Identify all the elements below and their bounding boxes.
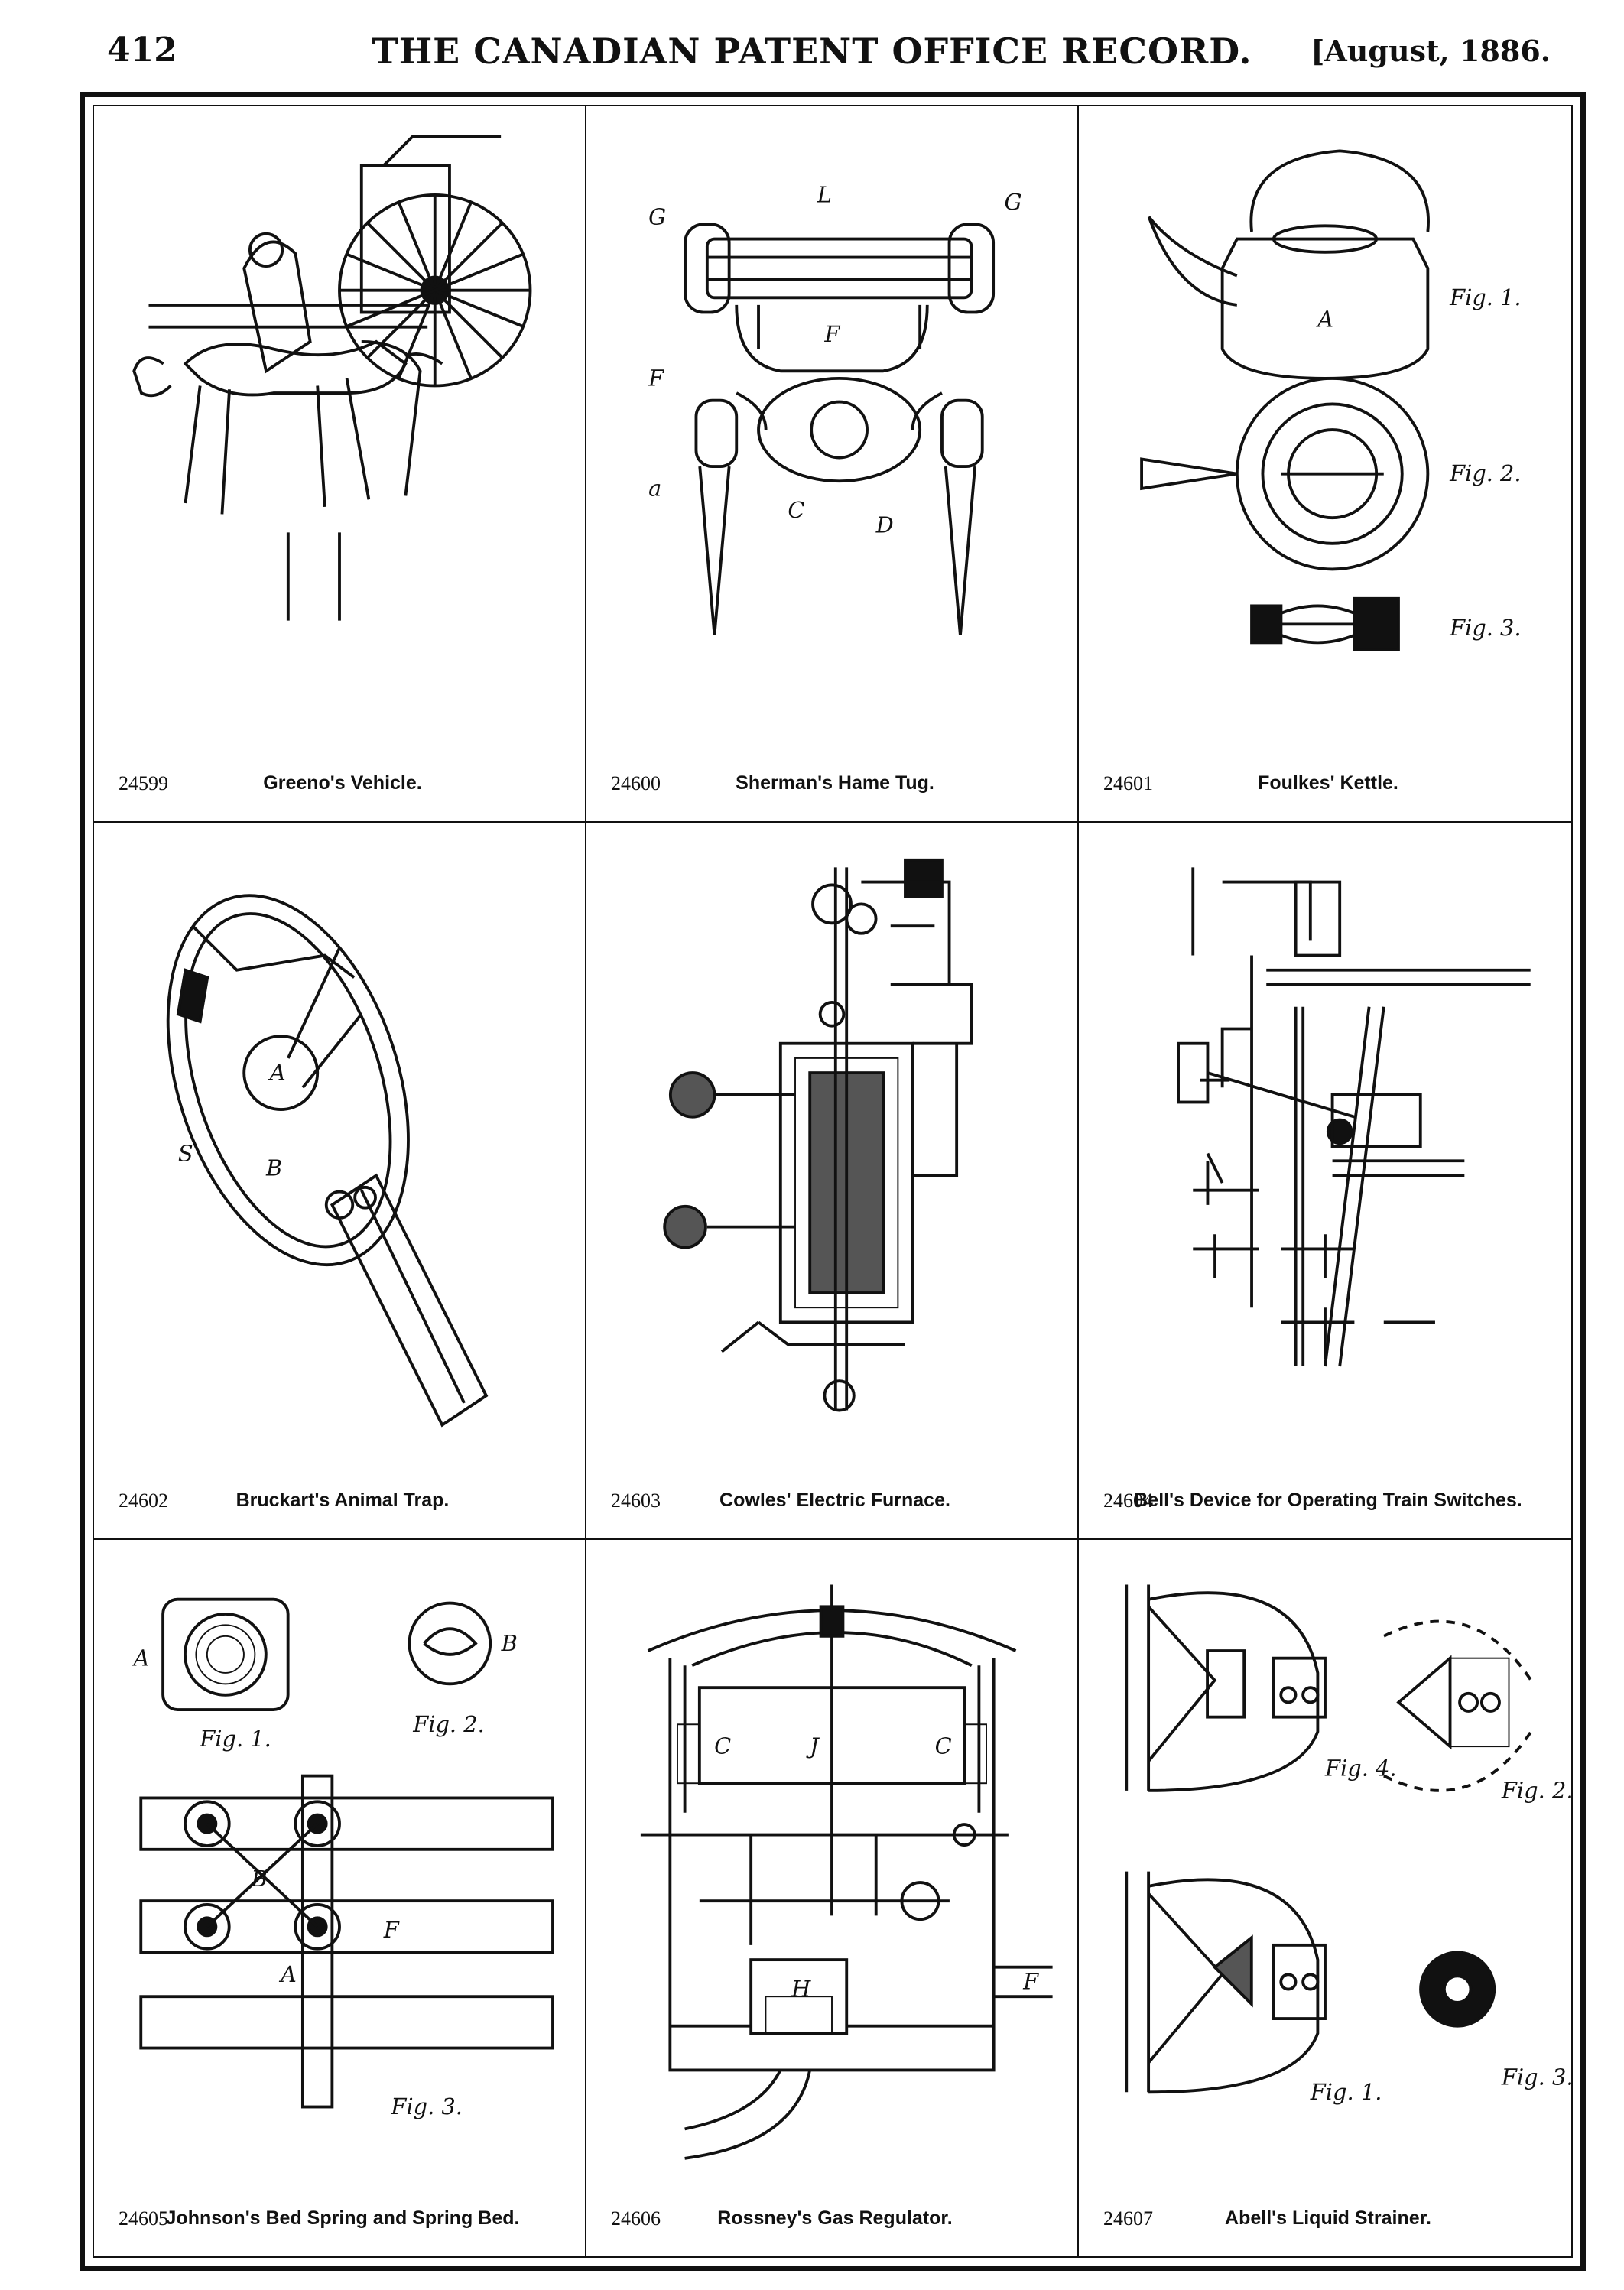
patent-title: Rossney's Gas Regulator.: [717, 2207, 953, 2229]
svg-text:A: A: [132, 1645, 150, 1671]
patent-number: 24607: [1103, 2207, 1153, 2230]
patent-number: 24599: [119, 772, 168, 795]
svg-text:A: A: [1315, 307, 1333, 333]
patent-caption: 24600 Sherman's Hame Tug.: [605, 768, 1065, 801]
patent-panel-liquid-strainer: Fig. 4. Fig. 2. Fig. 1. Fig. 3. 24607: [1079, 1540, 1574, 2256]
train-switches-illustration: [1177, 867, 1531, 1367]
figure-label: Fig. 2.: [1449, 460, 1521, 486]
patent-grid: 24599 Greeno's Vehicle. G G L: [94, 106, 1574, 2256]
patent-caption: 24606 Rossney's Gas Regulator.: [605, 2203, 1065, 2236]
figure-label: Fig. 3.: [1449, 615, 1521, 641]
plate-frame: 24599 Greeno's Vehicle. G G L: [80, 92, 1586, 2271]
patent-caption: 24605 Johnson's Bed Spring and Spring Be…: [112, 2203, 573, 2236]
svg-text:L: L: [817, 182, 832, 208]
patent-caption: 24604 Bell's Device for Operating Train …: [1097, 1485, 1559, 1519]
patent-panel-electric-furnace: 24603 Cowles' Electric Furnace.: [586, 823, 1079, 1540]
figure-label: Fig. 1.: [199, 1726, 271, 1752]
patent-panel-train-switches: 24604 Bell's Device for Operating Train …: [1079, 823, 1571, 1540]
issue-date: [August, 1886.: [1311, 34, 1551, 68]
svg-text:a: a: [648, 475, 661, 501]
svg-text:C: C: [714, 1733, 731, 1759]
electric-furnace-illustration: [663, 859, 973, 1412]
patent-number: 24603: [611, 1489, 661, 1512]
patent-title: Johnson's Bed Spring and Spring Bed.: [165, 2207, 520, 2229]
svg-text:H: H: [791, 1976, 811, 2002]
figure-label: Fig. 3.: [1501, 2064, 1574, 2090]
patent-number: 24604: [1103, 1489, 1153, 1512]
patent-panel-gas-regulator: J C C F H 24606 Rossney's Gas Regulator.: [586, 1539, 1079, 2256]
page-number: 412: [107, 31, 177, 70]
patent-panel-kettle: A Fig. 1. Fig. 2. Fig. 3. 24601 Foulkes'…: [1079, 106, 1571, 823]
svg-text:B: B: [501, 1630, 518, 1656]
svg-text:A: A: [268, 1060, 286, 1086]
svg-text:B: B: [265, 1155, 282, 1181]
svg-text:D: D: [875, 512, 894, 538]
patent-number: 24606: [611, 2207, 661, 2230]
svg-text:G: G: [1005, 189, 1022, 215]
svg-text:S: S: [178, 1141, 193, 1167]
vehicle-illustration: [132, 135, 532, 621]
svg-text:A: A: [278, 1961, 297, 1987]
patent-caption: 24599 Greeno's Vehicle.: [112, 768, 573, 801]
patent-title: Sherman's Hame Tug.: [736, 772, 934, 794]
svg-text:F: F: [648, 365, 664, 391]
hame-tug-illustration: G G L F F a C D: [648, 182, 1022, 635]
svg-text:C: C: [935, 1733, 952, 1759]
patent-panel-bed-spring: A Fig. 1. B Fig. 2. F B A Fig. 3.: [94, 1539, 586, 2256]
patent-number: 24605: [119, 2207, 168, 2230]
patent-panel-vehicle: 24599 Greeno's Vehicle.: [94, 106, 586, 823]
figure-label: Fig. 2.: [1501, 1777, 1574, 1803]
gas-regulator-illustration: J C C F H: [640, 1584, 1053, 2160]
patent-panel-animal-trap: A B S 24602 Bruckart's Animal Trap.: [94, 823, 586, 1540]
svg-text:B: B: [251, 1866, 268, 1892]
figure-label: Fig. 3.: [390, 2093, 463, 2119]
patent-caption: 24603 Cowles' Electric Furnace.: [605, 1485, 1065, 1519]
kettle-illustration: A Fig. 1. Fig. 2. Fig. 3.: [1140, 149, 1522, 651]
patent-panel-hame-tug: G G L F F a C D 24600 Sherman's Hame Tug…: [586, 106, 1079, 823]
svg-text:J: J: [806, 1733, 820, 1759]
journal-title: THE CANADIAN PATENT OFFICE RECORD.: [372, 31, 1252, 72]
svg-text:F: F: [823, 321, 840, 347]
patent-title: Foulkes' Kettle.: [1258, 772, 1398, 794]
patent-title: Greeno's Vehicle.: [263, 772, 422, 794]
patent-number: 24602: [119, 1489, 168, 1512]
patent-caption: 24601 Foulkes' Kettle.: [1097, 768, 1559, 801]
patent-number: 24600: [611, 772, 661, 795]
patent-title: Bell's Device for Operating Train Switch…: [1134, 1489, 1522, 1511]
animal-trap-illustration: A B S: [166, 894, 489, 1428]
figure-label: Fig. 2.: [412, 1711, 485, 1737]
liquid-strainer-illustration: Fig. 4. Fig. 2. Fig. 1. Fig. 3.: [1125, 1584, 1574, 2105]
patent-caption: 24607 Abell's Liquid Strainer.: [1097, 2203, 1559, 2236]
page-header: 412 THE CANADIAN PATENT OFFICE RECORD. […: [0, 31, 1624, 92]
svg-text:F: F: [1022, 1968, 1039, 1994]
patent-title: Bruckart's Animal Trap.: [235, 1489, 450, 1511]
patent-title: Abell's Liquid Strainer.: [1225, 2207, 1431, 2229]
svg-text:F: F: [383, 1917, 400, 1943]
svg-text:C: C: [788, 497, 804, 523]
patent-number: 24601: [1103, 772, 1153, 795]
patent-title: Cowles' Electric Furnace.: [719, 1489, 950, 1511]
figure-label: Fig. 1.: [1310, 2079, 1382, 2105]
bed-spring-illustration: A Fig. 1. B Fig. 2. F B A Fig. 3.: [132, 1597, 554, 2119]
patent-caption: 24602 Bruckart's Animal Trap.: [112, 1485, 573, 1519]
figure-label: Fig. 1.: [1449, 284, 1521, 310]
svg-text:G: G: [648, 203, 666, 229]
